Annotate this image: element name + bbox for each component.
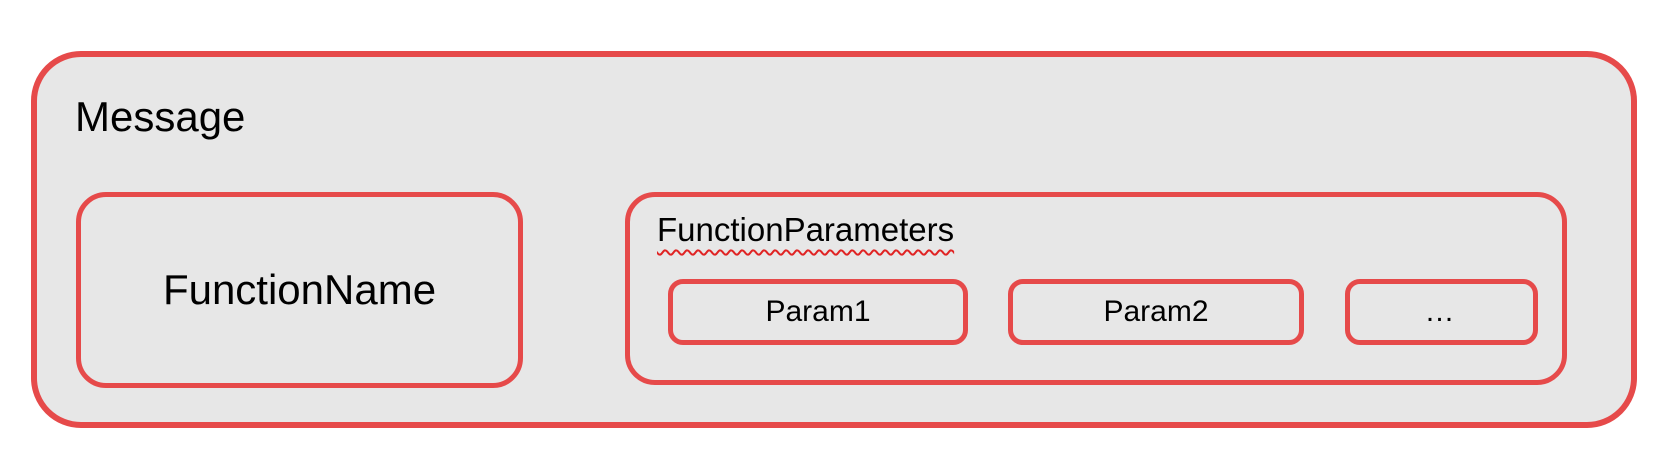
param1-label: Param1 [765, 295, 871, 328]
function-name-label: FunctionName [162, 266, 437, 313]
param-ellipsis-label: … [1424, 295, 1459, 328]
function-name-box: FunctionName [76, 192, 523, 388]
function-parameters-label: FunctionParameters [657, 211, 955, 248]
param1-box: Param1 [668, 279, 968, 345]
param2-label: Param2 [1103, 295, 1209, 328]
function-parameters-box: FunctionParameters Param1 Param2 … [625, 192, 1567, 385]
param2-box: Param2 [1008, 279, 1304, 345]
function-parameters-label-text: FunctionParameters [657, 211, 955, 248]
param-ellipsis-box: … [1345, 279, 1538, 345]
message-box: Message FunctionName FunctionParameters … [31, 51, 1637, 428]
message-label: Message [75, 93, 246, 140]
